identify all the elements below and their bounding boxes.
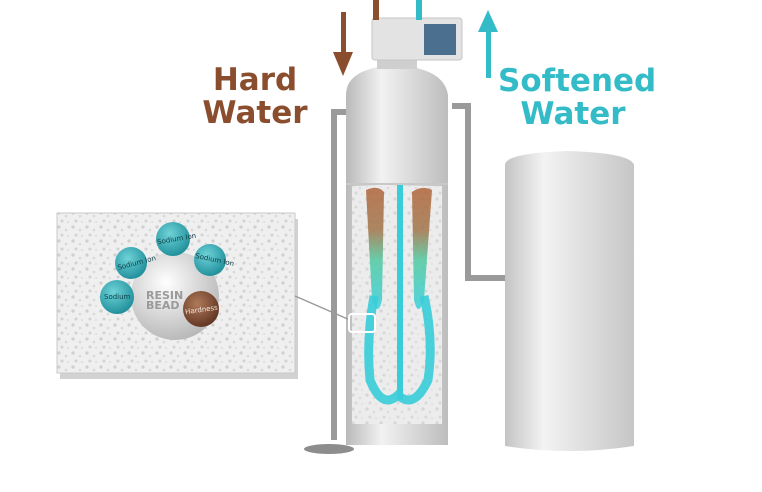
resin-inset	[56, 212, 376, 379]
resin-bead-label: RESIN BEAD	[146, 289, 184, 312]
resin-bead-line1: RESIN	[146, 289, 184, 302]
softened-water-out-arrow	[478, 10, 498, 78]
brine-tank	[505, 151, 634, 451]
softened-water-line2: Water	[520, 96, 626, 132]
softened-water-label: Softened Water	[498, 63, 657, 132]
hard-water-line1: Hard	[212, 62, 298, 98]
left-outlet-pipe	[331, 109, 347, 440]
hard-water-in-arrow	[333, 12, 353, 76]
right-brine-pipe	[452, 103, 508, 281]
softened-water-line1: Softened	[498, 63, 657, 99]
sodium-ion-right	[194, 244, 226, 276]
sodium-ion-upper-left	[115, 247, 147, 279]
sodium-ion-top	[156, 222, 190, 256]
hard-water-label: Hard Water	[200, 64, 310, 130]
mineral-tank	[346, 65, 448, 445]
hard-water-column-right	[412, 187, 432, 309]
hard-water-line2: Water	[202, 95, 308, 131]
sodium-ion-left-label: Sodium	[104, 293, 131, 301]
control-valve	[371, 0, 463, 69]
hard-water-column-left	[366, 187, 384, 309]
floor-drain	[304, 444, 354, 454]
sodium-ion-left	[100, 280, 134, 314]
callout-leader	[294, 295, 351, 321]
resin-bead-line2: BEAD	[146, 299, 180, 312]
valve-display	[424, 24, 456, 55]
riser-tube	[397, 185, 403, 400]
callout-marker	[348, 313, 376, 333]
hardness-ion	[183, 291, 219, 327]
